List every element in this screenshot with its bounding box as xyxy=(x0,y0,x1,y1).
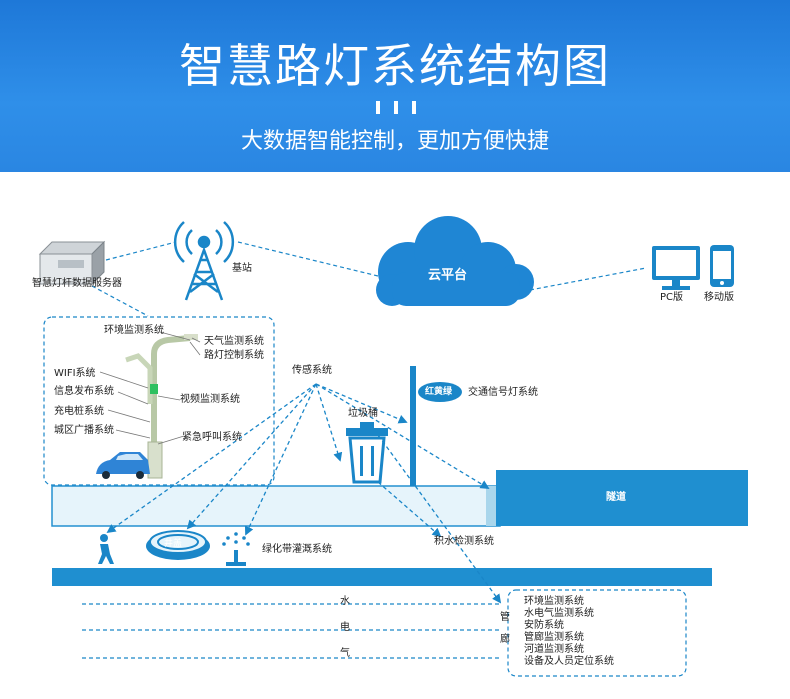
manhole-icon xyxy=(146,530,210,560)
pole-env-label: 环境监测系统 xyxy=(104,325,164,336)
pole-charging-label: 充电桩系统 xyxy=(54,406,104,417)
system-diagram: 智慧灯杆数据服务器 基站 云平台 PC版 移动版 环境监测系统 天气监测系统 路… xyxy=(0,172,790,699)
gallery-system-item: 设备及人员定位系统 xyxy=(524,656,614,667)
gallery-system-item: 水电气监测系统 xyxy=(524,608,594,619)
gallery-system-item: 河道监测系统 xyxy=(524,644,584,655)
road-deck xyxy=(51,485,501,527)
diagram-canvas xyxy=(38,216,748,677)
car-icon xyxy=(96,452,150,479)
pole-video-label: 视频监测系统 xyxy=(180,394,240,405)
sensor-label: 传感系统 xyxy=(292,365,332,376)
cloud-icon xyxy=(376,216,534,306)
pipe-lines xyxy=(82,603,500,659)
server-icon xyxy=(38,240,106,286)
page-subtitle: 大数据智能控制，更加方便快捷 xyxy=(240,129,549,154)
pole-group-frame xyxy=(43,316,275,486)
underground-layer xyxy=(52,568,712,586)
pole-wifi-label: WIFI系统 xyxy=(54,368,96,379)
gallery-system-item: 安防系统 xyxy=(524,620,564,631)
pole-emergency-label: 紧急呼叫系统 xyxy=(182,432,242,443)
traffic-light-sign xyxy=(418,382,462,402)
pole-info-label: 信息发布系统 xyxy=(54,386,114,397)
cloud-label: 云平台 xyxy=(428,268,468,283)
gallery-frame xyxy=(507,589,687,677)
traffic-light-label: 交通信号灯系统 xyxy=(468,387,538,398)
traffic-light-pole xyxy=(410,366,416,486)
header-banner: 智慧路灯系统结构图 大数据智能控制，更加方便快捷 xyxy=(0,0,790,172)
sensor-links xyxy=(106,383,502,604)
tunnel-label: 隧道 xyxy=(606,492,626,503)
pole-leader-lines xyxy=(99,331,201,445)
pipe-gas-label: 气 xyxy=(340,648,350,659)
network-links xyxy=(91,241,647,317)
gallery-label-bottom: 廊 xyxy=(500,634,510,645)
pole-broadcast-label: 城区广播系统 xyxy=(54,425,114,436)
title-divider xyxy=(376,101,416,115)
gallery-label-top: 管 xyxy=(500,612,510,623)
trash-can-icon xyxy=(346,422,388,484)
pole-lamp-label: 路灯控制系统 xyxy=(204,350,264,361)
pipe-water-label: 水 xyxy=(340,596,350,607)
pc-label: PC版 xyxy=(660,292,684,303)
page-title: 智慧路灯系统结构图 xyxy=(179,39,611,93)
base-station-label: 基站 xyxy=(232,263,252,274)
pipe-electric-label: 电 xyxy=(340,622,350,633)
pole-weather-label: 天气监测系统 xyxy=(204,336,264,347)
mobile-icon xyxy=(710,245,734,287)
traffic-sign-label: 红黄绿 xyxy=(425,387,453,397)
gallery-system-item: 环境监测系统 xyxy=(524,596,584,607)
server-label: 智慧灯杆数据服务器 xyxy=(32,278,122,289)
trash-label: 垃圾桶 xyxy=(348,408,378,419)
sprinkler-icon xyxy=(222,532,250,566)
gallery-system-item: 管廊监测系统 xyxy=(524,632,584,643)
pc-icon xyxy=(652,246,700,290)
mobile-label: 移动版 xyxy=(704,292,734,303)
manhole-label: 井盖 xyxy=(164,539,183,549)
water-detect-label: 积水检测系统 xyxy=(434,536,494,547)
base-station-icon xyxy=(173,221,235,301)
irrigation-label: 绿化带灌溉系统 xyxy=(262,544,332,555)
pedestrian-icon xyxy=(98,534,114,564)
tunnel-block xyxy=(496,470,748,526)
